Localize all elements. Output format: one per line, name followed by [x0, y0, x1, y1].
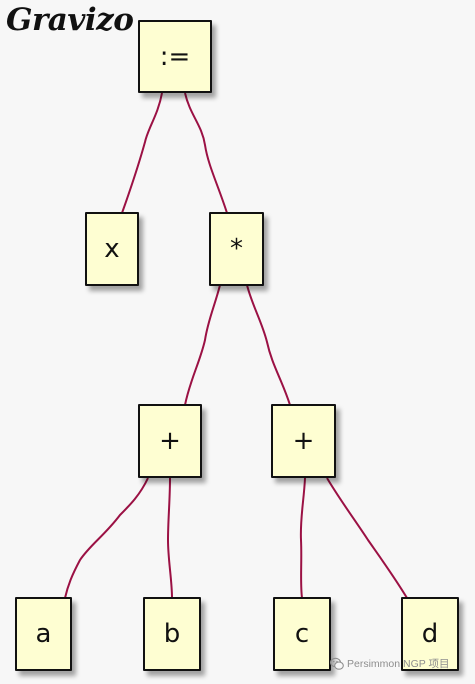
edge-mul-plus-right: [246, 284, 291, 406]
edge-plus-right-c: [299, 477, 306, 599]
node-d: d: [401, 597, 459, 671]
edge-assign-x: [121, 92, 163, 214]
edge-plus-right-d: [326, 477, 408, 599]
watermark-text: Persimmon NGP 项目: [347, 658, 450, 670]
edge-plus-left-b: [166, 477, 173, 599]
edge-plus-left-a: [64, 477, 149, 599]
node-assign: :=: [138, 20, 212, 93]
node-c: c: [273, 597, 331, 671]
node-a: a: [15, 597, 72, 671]
node-plus-right: +: [271, 404, 336, 478]
node-x: x: [85, 212, 139, 286]
node-multiply: *: [209, 212, 264, 286]
edge-assign-mul: [184, 92, 228, 214]
edge-mul-plus-left: [184, 284, 221, 406]
node-plus-left: +: [138, 404, 202, 478]
node-b: b: [143, 597, 201, 671]
wechat-icon: [330, 657, 344, 670]
watermark: Persimmon NGP 项目: [330, 656, 450, 671]
gravizo-logo: Gravizo: [6, 2, 134, 38]
